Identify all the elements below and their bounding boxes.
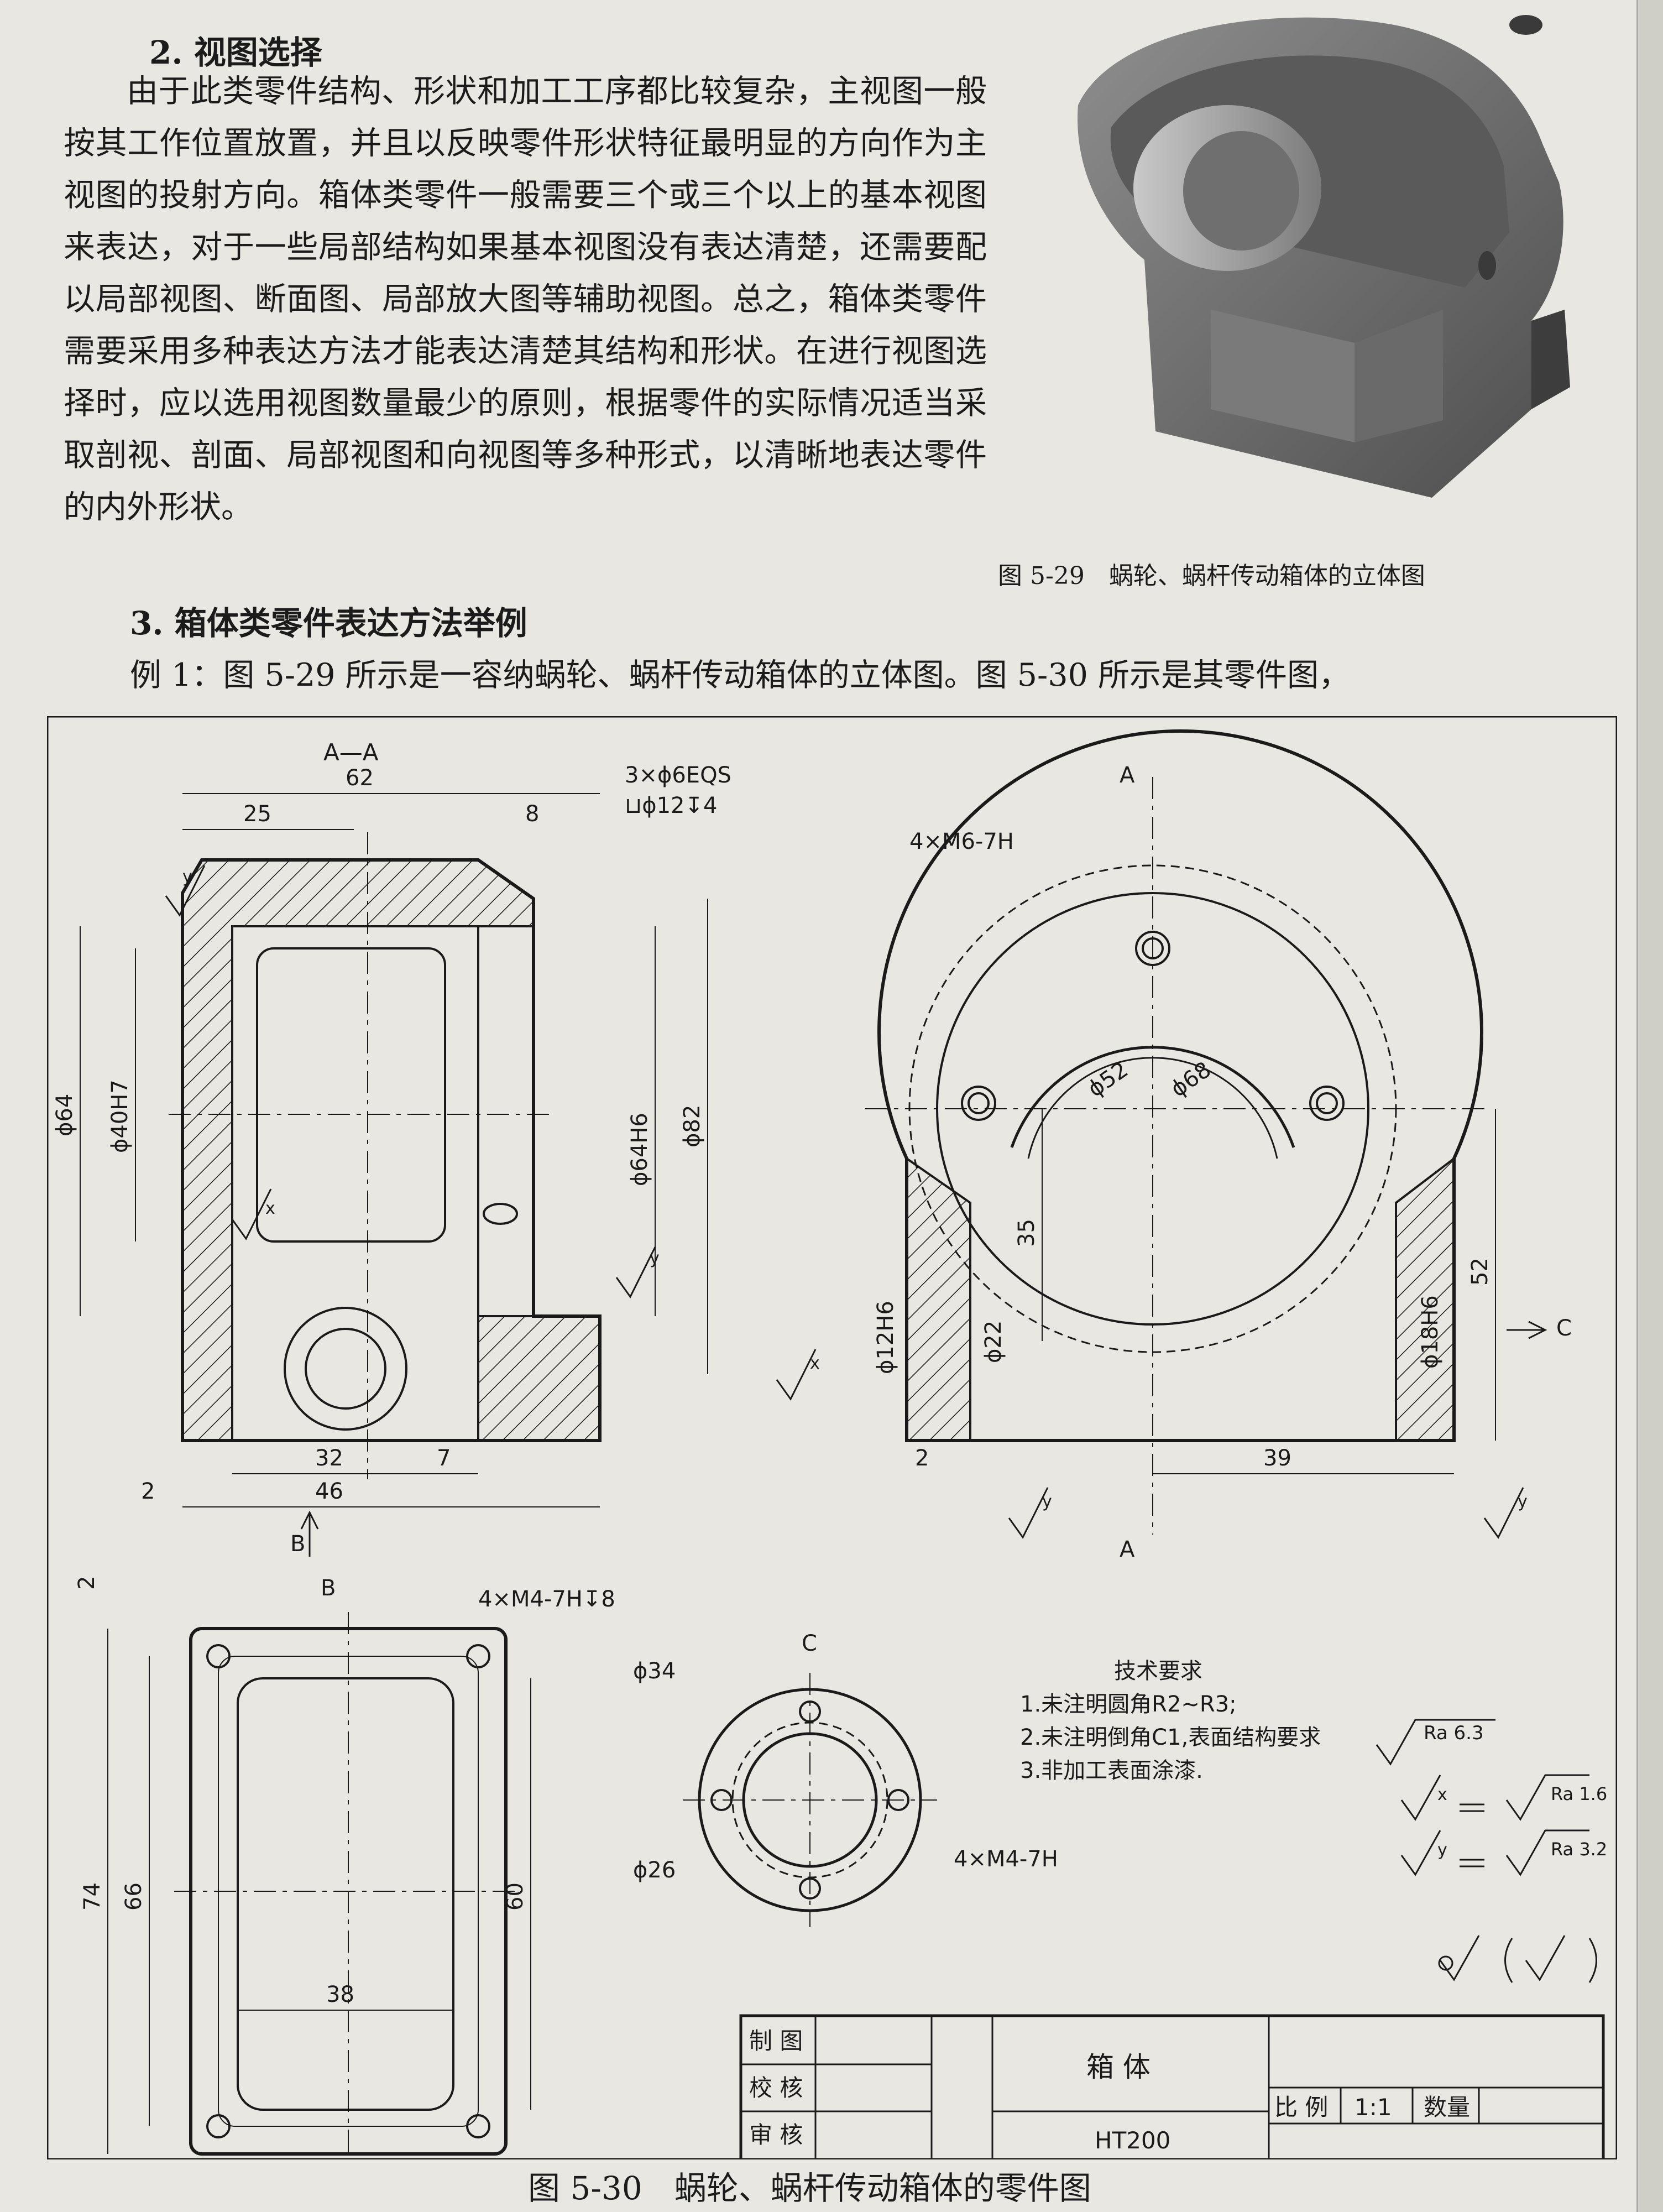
tech-roughness-marks (1376, 1719, 1597, 1983)
dim-phi40h7: ϕ40H7 (107, 1079, 133, 1153)
section-2-text: 由于此类零件结构、形状和加工工序都比较复杂，主视图一般按其工作位置放置，并且以反… (64, 73, 987, 525)
dim-62: 62 (346, 765, 374, 791)
section-3-example: 例 1：图 5-29 所示是一容纳蜗轮、蜗杆传动箱体的立体图。图 5-30 所示… (130, 657, 1350, 693)
view-c: C ϕ34 ϕ26 4×M4-7H (633, 1631, 1058, 1927)
view-c-arrow-label: C (1556, 1316, 1572, 1341)
tech-title: 技术要求 (1114, 1658, 1202, 1684)
dim-phi12h6: ϕ12H6 (873, 1301, 898, 1374)
tech-symbol-x: x (1437, 1785, 1447, 1804)
roughness-y-1: y (182, 867, 192, 886)
section-view-a-a: A—A 62 25 8 3×ϕ6EQS ⊔ϕ12↧4 ϕ64 ϕ40H7 ϕ64… (52, 739, 731, 1557)
tech-symbol-y: y (1437, 1840, 1447, 1860)
tech-item-2: 2.未注明倒角C1,表面结构要求 (1020, 1725, 1321, 1750)
part-drawing: A—A 62 25 8 3×ϕ6EQS ⊔ϕ12↧4 ϕ64 ϕ40H7 ϕ64… (47, 716, 1617, 2159)
view-b-arrow-label: B (290, 1531, 305, 1557)
roughness-x-1: x (265, 1199, 275, 1218)
dim-7: 7 (437, 1446, 451, 1471)
callout-4xm4-depth: 4×M4-7H↧8 (478, 1587, 615, 1612)
figure-5-30-caption: 图 5-30 蜗轮、蜗杆传动箱体的零件图 (528, 2169, 1091, 2207)
dim-39: 39 (1263, 1446, 1291, 1471)
view-b-label: B (321, 1575, 336, 1601)
dim-phi82: ϕ82 (679, 1105, 705, 1147)
dim-phi64: ϕ64 (52, 1094, 77, 1136)
dim-phi26: ϕ26 (633, 1858, 676, 1883)
callout-4xm6: 4×M6-7H (909, 829, 1014, 854)
section-3-title: 3. 箱体类零件表达方法举例 (130, 604, 527, 642)
section-2-title: 2. 视图选择 (149, 34, 322, 71)
dim-52: 52 (1467, 1258, 1493, 1286)
view-a-bottom-label: A (1120, 1537, 1135, 1562)
dim-phi64h6: ϕ64H6 (627, 1113, 652, 1186)
roughness-y-2: y (650, 1249, 660, 1268)
title-block-approved: 审 核 (749, 2121, 803, 2148)
material: HT200 (1095, 2127, 1170, 2154)
dim-32: 32 (315, 1446, 343, 1471)
dim-60: 60 (503, 1882, 528, 1911)
technical-requirements: 技术要求 1.未注明圆角R2~R3; 2.未注明倒角C1,表面结构要求 3.非加… (1020, 1658, 1607, 1860)
tech-item-3: 3.非加工表面涂漆. (1020, 1758, 1203, 1783)
hole-callout-2: ⊔ϕ12↧4 (625, 793, 717, 818)
front-view-circular: A A 4×M6-7H ϕ52 ϕ68 35 ϕ22 ϕ12H6 ϕ18H6 5… (865, 729, 1572, 1562)
roughness-symbols: y x y x y y (165, 865, 1528, 1539)
housing-3d-photo (1078, 15, 1570, 498)
title-block: 制 图 校 核 审 核 箱 体 比 例 1:1 数量 HT200 (739, 2014, 1605, 2159)
view-a-top-label: A (1120, 763, 1135, 788)
section-2-paragraph: 由于此类零件结构、形状和加工工序都比较复杂，主视图一般按其工作位置放置，并且以反… (64, 65, 987, 533)
dim-phi34: ϕ34 (633, 1658, 676, 1684)
title-block-drawn: 制 图 (749, 2027, 803, 2054)
callout-4xm4: 4×M4-7H (954, 1846, 1058, 1872)
dim-74: 74 (80, 1882, 105, 1911)
dim-phi68: ϕ68 (1166, 1057, 1216, 1102)
view-c-label: C (802, 1631, 817, 1656)
figure-5-29-caption: 图 5-29 蜗轮、蜗杆传动箱体的立体图 (998, 562, 1425, 590)
part-name: 箱 体 (1086, 2051, 1150, 2083)
hole-callout-1: 3×ϕ6EQS (625, 763, 731, 788)
dim-phi18h6: ϕ18H6 (1418, 1295, 1443, 1369)
view-b: B 4×M4-7H↧8 2 74 66 60 38 (74, 1575, 615, 2159)
scale-value: 1:1 (1355, 2094, 1392, 2121)
roughness-x-2: x (810, 1354, 820, 1373)
ra-1-6: Ra 1.6 (1551, 1783, 1607, 1804)
drawing-frame (47, 716, 1617, 2159)
dim-phi22: ϕ22 (981, 1321, 1006, 1363)
scale-label: 比 例 (1274, 2094, 1328, 2121)
dim-38: 38 (326, 1982, 354, 2007)
ra-6-3: Ra 6.3 (1424, 1722, 1484, 1744)
section-label: A—A (323, 739, 379, 766)
dim-46: 46 (315, 1479, 343, 1504)
dim-66: 66 (121, 1882, 147, 1911)
dim-25: 25 (243, 801, 271, 827)
dim-2c: 2 (74, 1576, 100, 1590)
roughness-y-3: y (1042, 1492, 1052, 1511)
roughness-y-4: y (1518, 1492, 1528, 1511)
dim-2b: 2 (915, 1446, 929, 1471)
dim-phi52: ϕ52 (1083, 1057, 1133, 1102)
dim-8: 8 (525, 801, 539, 827)
tech-item-1: 1.未注明圆角R2~R3; (1020, 1692, 1237, 1717)
quantity-label: 数量 (1424, 2094, 1470, 2121)
ra-3-2: Ra 3.2 (1551, 1839, 1607, 1860)
adjacent-page-edge (1636, 0, 1663, 2212)
dim-2a: 2 (141, 1479, 155, 1504)
dim-35: 35 (1014, 1219, 1039, 1247)
title-block-checked: 校 核 (749, 2074, 803, 2101)
